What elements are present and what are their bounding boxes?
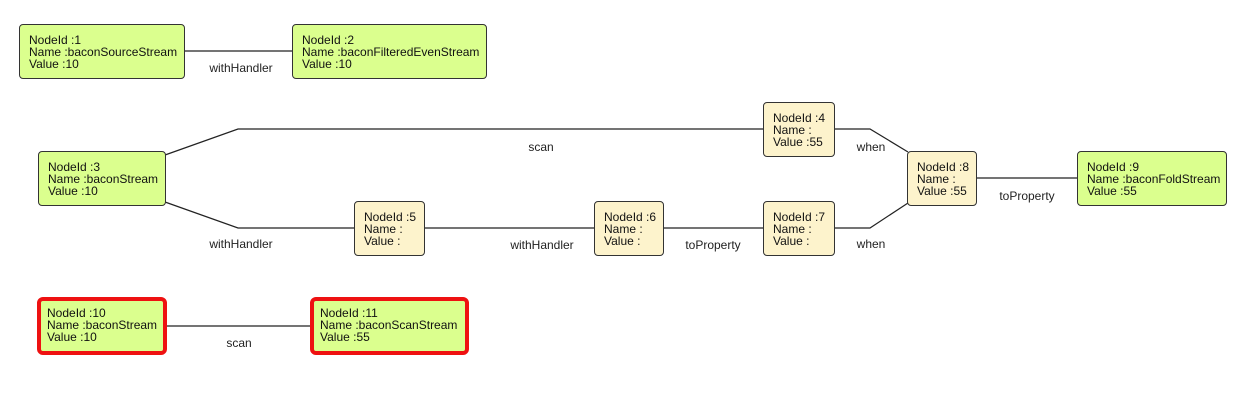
node-id-label: NodeId :5 xyxy=(364,210,417,224)
node-value-label: Value : xyxy=(604,234,641,248)
edge-label-10-11: scan xyxy=(226,336,252,350)
node-2[interactable]: NodeId :2 Name :baconFilteredEvenStream … xyxy=(292,24,487,79)
node-name-label: Name : xyxy=(773,123,812,137)
node-value-label: Value :55 xyxy=(320,330,370,344)
edge-label-4-8: when xyxy=(856,140,886,154)
node-6[interactable]: NodeId :6 Name : Value : xyxy=(594,201,664,256)
edge-label-7-8: when xyxy=(856,237,886,251)
node-name-label: Name : xyxy=(604,222,643,236)
node-id-label: NodeId :3 xyxy=(48,160,101,174)
node-id-label: NodeId :7 xyxy=(773,210,826,224)
node-value-label: Value :10 xyxy=(29,57,79,71)
node-name-label: Name :baconFoldStream xyxy=(1087,172,1221,186)
edge-label-3-5: withHandler xyxy=(209,237,273,251)
node-id-label: NodeId :10 xyxy=(47,306,106,320)
node-5[interactable]: NodeId :5 Name : Value : xyxy=(354,201,425,256)
node-id-label: NodeId :2 xyxy=(302,33,355,47)
node-10[interactable]: NodeId :10 Name :baconStream Value :10 xyxy=(37,297,167,355)
node-4[interactable]: NodeId :4 Name : Value :55 xyxy=(763,102,835,157)
node-value-label: Value :55 xyxy=(773,135,823,149)
node-name-label: Name :baconScanStream xyxy=(320,318,458,332)
node-name-label: Name : xyxy=(917,172,956,186)
node-value-label: Value :55 xyxy=(917,184,967,198)
edge-line-4-8 xyxy=(834,128,909,153)
edge-line-3-4 xyxy=(164,128,764,156)
node-id-label: NodeId :6 xyxy=(604,210,657,224)
node-id-label: NodeId :8 xyxy=(917,160,970,174)
node-value-label: Value :55 xyxy=(1087,184,1137,198)
node-id-label: NodeId :9 xyxy=(1087,160,1140,174)
node-name-label: Name :baconSourceStream xyxy=(29,45,178,59)
node-id-label: NodeId :4 xyxy=(773,111,826,125)
node-3[interactable]: NodeId :3 Name :baconStream Value :10 xyxy=(38,151,166,206)
node-value-label: Value : xyxy=(773,234,810,248)
node-7[interactable]: NodeId :7 Name : Value : xyxy=(763,201,835,256)
edge-label-3-4: scan xyxy=(528,140,554,154)
node-name-label: Name : xyxy=(773,222,812,236)
edge-label-5-6: withHandler xyxy=(510,238,574,252)
edge-label-8-9: toProperty xyxy=(999,189,1055,203)
node-name-label: Name : xyxy=(364,222,403,236)
node-name-label: Name :baconStream xyxy=(48,172,159,186)
node-value-label: Value :10 xyxy=(302,57,352,71)
node-name-label: Name :baconFilteredEvenStream xyxy=(302,45,480,59)
edge-label-6-7: toProperty xyxy=(685,238,741,252)
edge-label-1-2: withHandler xyxy=(209,61,273,75)
node-1[interactable]: NodeId :1 Name :baconSourceStream Value … xyxy=(19,24,185,79)
node-id-label: NodeId :1 xyxy=(29,33,82,47)
node-id-label: NodeId :11 xyxy=(320,306,378,320)
node-8[interactable]: NodeId :8 Name : Value :55 xyxy=(907,151,977,206)
node-9[interactable]: NodeId :9 Name :baconFoldStream Value :5… xyxy=(1077,151,1227,206)
node-value-label: Value :10 xyxy=(47,330,97,344)
node-11[interactable]: NodeId :11 Name :baconScanStream Value :… xyxy=(310,297,469,355)
node-value-label: Value : xyxy=(364,234,401,248)
node-value-label: Value :10 xyxy=(48,184,98,198)
node-name-label: Name :baconStream xyxy=(47,318,158,332)
edge-line-3-5 xyxy=(164,201,355,229)
edge-line-7-8 xyxy=(834,202,909,229)
